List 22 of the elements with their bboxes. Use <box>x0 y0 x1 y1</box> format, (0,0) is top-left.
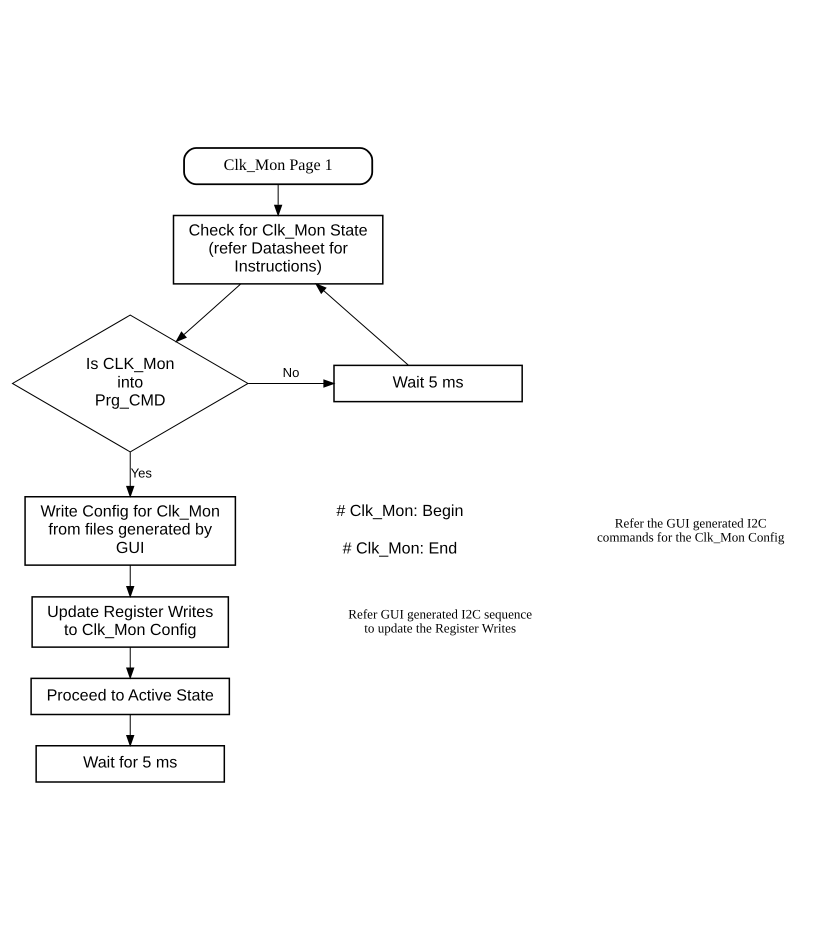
node-box: Wait 5 ms <box>333 364 523 402</box>
arrow <box>126 714 134 747</box>
node-label: # Clk_Mon: End <box>342 538 458 557</box>
arrow <box>248 378 336 388</box>
node-box: Check for Clk_Mon State (refer Datasheet for Instructions) <box>172 214 384 284</box>
node-box: Update Register Writes to Clk_Mon Config <box>31 596 230 648</box>
node-box: Wait for 5 ms <box>35 744 226 782</box>
node-box: Write Config for Clk_Mon from files generated by GUI <box>24 495 236 566</box>
label: Refer GUI generated I2C sequence to update the Register Writes <box>348 606 532 635</box>
arrow <box>274 184 282 216</box>
node-label: # Clk_Mon: Begin <box>336 502 464 520</box>
label: Refer the GUI generated I2C commands for the Clk_Mon Config <box>597 514 784 544</box>
arrow <box>126 452 134 498</box>
edge-label: Yes <box>130 464 152 480</box>
arrow <box>126 647 134 680</box>
node-diamond: Is CLK_Mon into Prg_CMD <box>12 314 249 452</box>
edge-label: No <box>282 364 300 380</box>
arrow <box>175 283 242 342</box>
arrow <box>314 282 409 366</box>
arrow <box>126 564 134 598</box>
node-box: Proceed to Active State <box>30 677 230 715</box>
node-box: Clk_Mon Page 1 <box>183 146 374 185</box>
